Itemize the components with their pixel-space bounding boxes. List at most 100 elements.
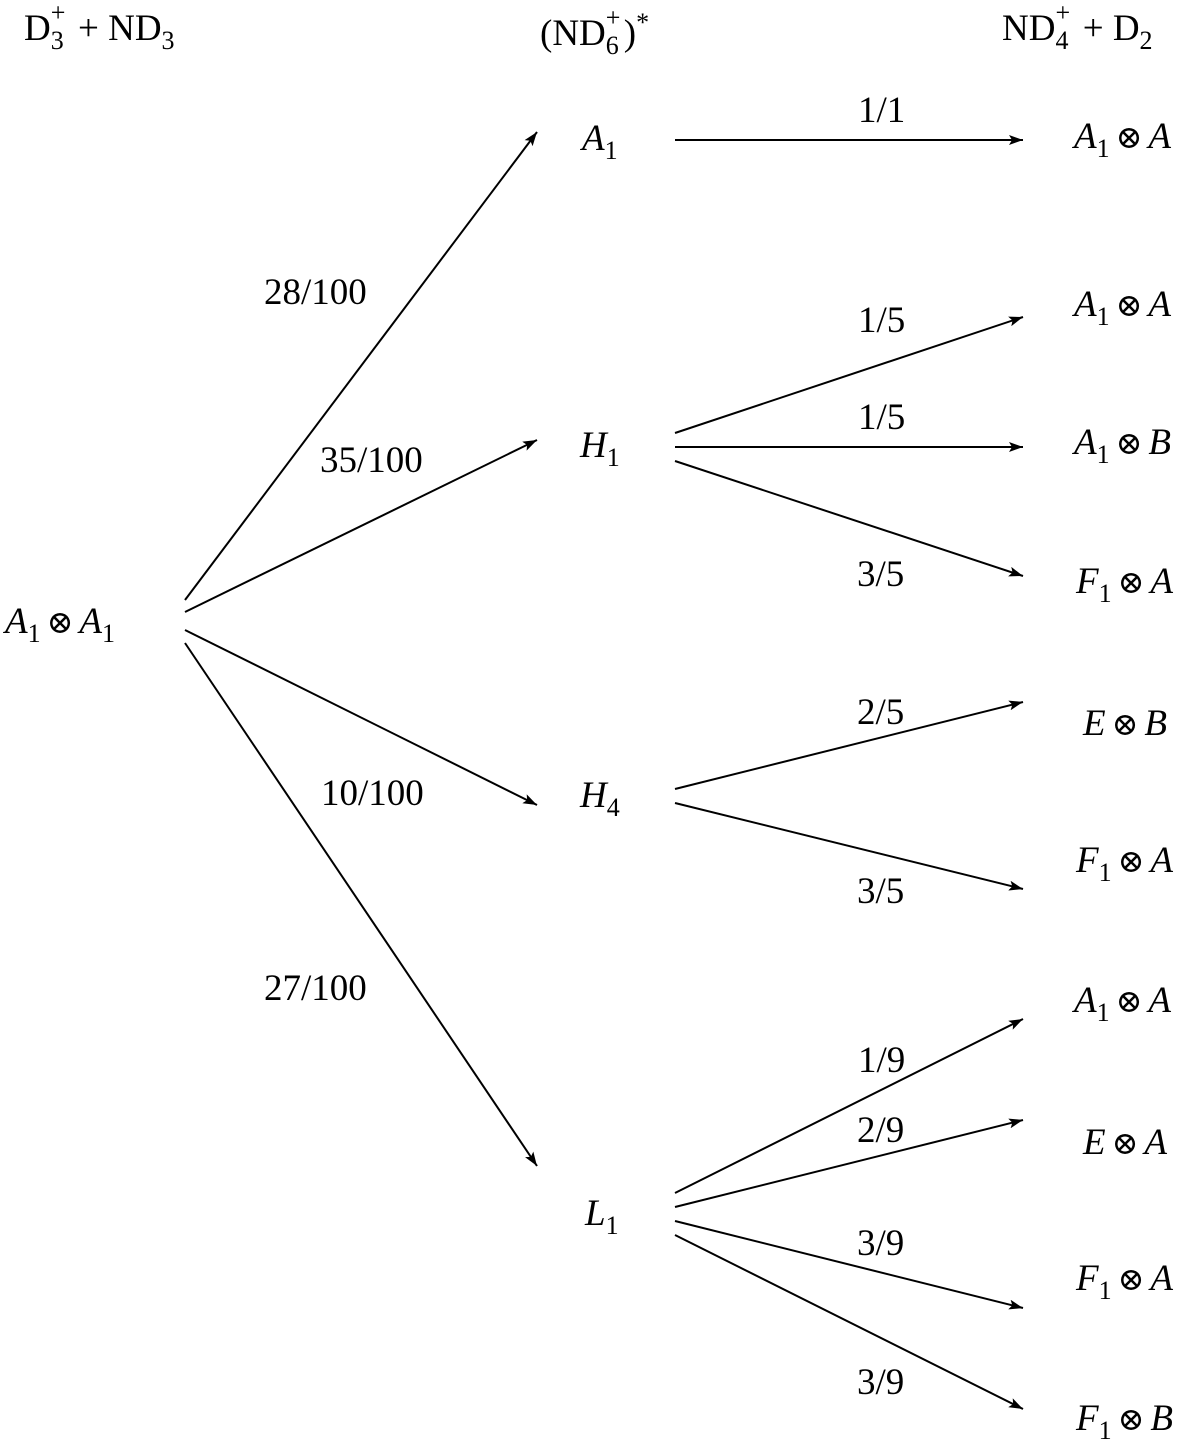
product-node: E⊗B <box>1083 705 1167 749</box>
arrow-root-to-h1 <box>184 439 538 613</box>
otimes-icon: ⊗ <box>1117 1261 1145 1297</box>
arrow-l1-to-product <box>674 1220 1024 1310</box>
product-right: A <box>1144 1122 1168 1163</box>
intermediate-sub: 1 <box>606 443 620 472</box>
header-intermediate-sub: 6 <box>605 31 619 60</box>
product-left: E <box>1083 1122 1106 1163</box>
product-right: A <box>1148 980 1172 1021</box>
header-intermediate-star: * <box>636 8 650 37</box>
arrow-l1-to-product <box>674 1018 1024 1194</box>
prob-product: 1/5 <box>858 397 906 438</box>
prob-product: 1/5 <box>858 300 906 341</box>
prob-to-h1: 35/100 <box>320 440 423 481</box>
product-right: A <box>1150 840 1174 881</box>
intermediate-node-h1: H1 <box>580 427 620 471</box>
prob-product: 3/9 <box>857 1223 905 1264</box>
product-node: F1⊗A <box>1076 1260 1173 1304</box>
root-right: A <box>79 601 103 642</box>
arrow-root-to-h4 <box>184 629 538 806</box>
intermediate-symbol: L <box>585 1193 606 1234</box>
product-left: E <box>1083 703 1106 744</box>
product-node: F1⊗B <box>1076 1400 1173 1444</box>
prob-product: 3/5 <box>857 871 905 912</box>
header-reactants-base: D <box>24 8 51 49</box>
header-intermediate-close: ) <box>623 13 637 54</box>
product-node: F1⊗A <box>1076 563 1173 607</box>
product-left: F <box>1076 1258 1099 1299</box>
prob-product: 2/9 <box>857 1110 905 1151</box>
product-node: A1⊗A <box>1074 982 1171 1026</box>
product-left: A <box>1074 422 1097 463</box>
product-right: B <box>1150 1398 1174 1439</box>
product-node: A1⊗A <box>1074 118 1171 162</box>
root-left-sub: 1 <box>27 619 41 648</box>
product-left: F <box>1076 1398 1099 1439</box>
header-intermediate-open: (ND <box>540 13 606 54</box>
prob-product: 3/9 <box>857 1362 905 1403</box>
header-intermediate: (ND+6)* <box>540 5 650 59</box>
product-left: A <box>1074 284 1097 325</box>
product-left-sub: 1 <box>1098 1416 1112 1445</box>
arrow-h1-to-product <box>674 460 1024 577</box>
intermediate-node-h4: H4 <box>580 777 620 821</box>
prob-to-h4: 10/100 <box>321 773 424 814</box>
header-products-rest-sub: 2 <box>1139 26 1153 55</box>
intermediate-node-a1: A1 <box>582 120 618 164</box>
product-left-sub: 1 <box>1098 1276 1112 1305</box>
root-node: A1⊗A1 <box>5 603 115 647</box>
otimes-icon: ⊗ <box>1115 119 1143 155</box>
product-left-sub: 1 <box>1096 134 1110 163</box>
header-products-rest: + D <box>1073 8 1140 49</box>
prob-product: 2/5 <box>857 692 905 733</box>
intermediate-symbol: A <box>582 118 605 159</box>
header-reactants-sup: + <box>50 0 66 27</box>
otimes-icon: ⊗ <box>1111 1125 1139 1161</box>
prob-product: 1/9 <box>858 1040 906 1081</box>
product-left: A <box>1074 116 1097 157</box>
header-intermediate-sup: + <box>605 3 621 32</box>
header-reactants-sub: 3 <box>50 26 64 55</box>
arrow-l1-to-product <box>674 1234 1024 1410</box>
otimes-icon: ⊗ <box>1117 564 1145 600</box>
otimes-icon: ⊗ <box>46 604 74 640</box>
root-right-sub: 1 <box>102 619 116 648</box>
product-left: F <box>1076 840 1099 881</box>
product-left: A <box>1074 980 1097 1021</box>
header-products-base: ND <box>1002 8 1056 49</box>
otimes-icon: ⊗ <box>1117 1401 1145 1437</box>
otimes-icon: ⊗ <box>1115 287 1143 323</box>
otimes-icon: ⊗ <box>1117 843 1145 879</box>
product-left-sub: 1 <box>1098 858 1112 887</box>
arrow-root-to-l1 <box>184 642 538 1167</box>
intermediate-sub: 1 <box>604 136 618 165</box>
arrow-h1-to-product <box>674 316 1024 434</box>
header-products-sub: 4 <box>1055 26 1069 55</box>
otimes-icon: ⊗ <box>1115 425 1143 461</box>
product-left-sub: 1 <box>1096 440 1110 469</box>
product-right: B <box>1144 703 1168 744</box>
prob-product: 1/1 <box>858 90 906 131</box>
intermediate-symbol: H <box>580 425 607 466</box>
product-node: F1⊗A <box>1076 842 1173 886</box>
prob-product: 3/5 <box>857 554 905 595</box>
intermediate-node-l1: L1 <box>585 1195 619 1239</box>
header-products-sup: + <box>1055 0 1071 27</box>
prob-to-l1: 27/100 <box>264 968 367 1009</box>
intermediate-sub: 1 <box>605 1211 619 1240</box>
intermediate-sub: 4 <box>606 793 620 822</box>
header-reactants: D+3 + ND3 <box>24 0 175 55</box>
product-left-sub: 1 <box>1096 998 1110 1027</box>
product-right: B <box>1148 422 1172 463</box>
arrow-h4-to-product <box>674 700 1024 790</box>
product-right: A <box>1150 1258 1174 1299</box>
prob-to-a1: 28/100 <box>264 272 367 313</box>
otimes-icon: ⊗ <box>1111 706 1139 742</box>
product-left-sub: 1 <box>1096 302 1110 331</box>
intermediate-symbol: H <box>580 775 607 816</box>
product-right: A <box>1148 284 1172 325</box>
otimes-icon: ⊗ <box>1115 983 1143 1019</box>
product-right: A <box>1150 561 1174 602</box>
arrow-l1-to-product <box>674 1118 1024 1208</box>
product-left: F <box>1076 561 1099 602</box>
